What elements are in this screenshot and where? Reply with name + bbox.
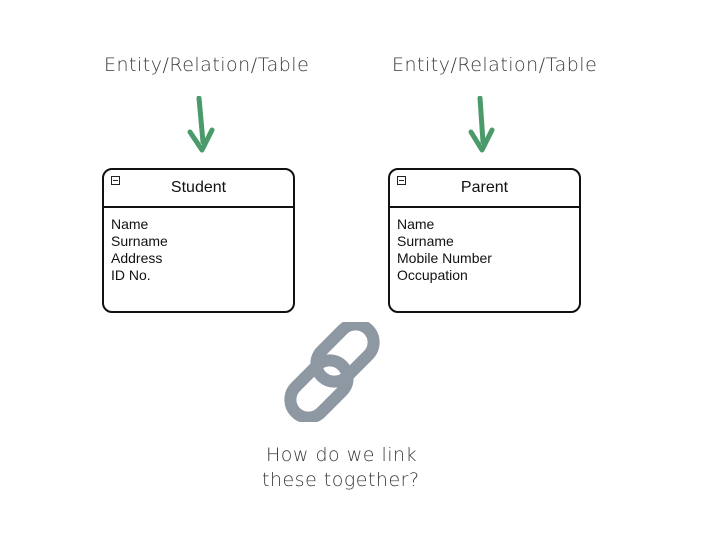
entity-fields: Name Surname Mobile Number Occupation (390, 208, 579, 284)
field: Mobile Number (397, 250, 492, 266)
arrow-down-icon (187, 96, 215, 153)
entity-header: Parent (390, 170, 579, 208)
entity-fields: Name Surname Address ID No. (104, 208, 293, 284)
field: Surname (111, 233, 168, 249)
field: Name (397, 216, 435, 232)
collapse-icon[interactable] (111, 176, 120, 185)
entity-label-right: Entity/Relation/Table (392, 54, 598, 76)
field: Address (111, 250, 163, 266)
entity-student[interactable]: Student Name Surname Address ID No. (102, 168, 295, 313)
entity-title: Parent (460, 179, 509, 196)
question-line-2: these together? (262, 469, 420, 491)
field: Name (111, 216, 149, 232)
field: Surname (397, 233, 454, 249)
arrow-down-icon (468, 96, 495, 153)
entity-parent[interactable]: Parent Name Surname Mobile Number Occupa… (388, 168, 581, 313)
chain-link-icon (284, 322, 380, 422)
entity-title: Student (170, 179, 227, 196)
question-line-1: How do we link (266, 444, 418, 466)
entity-label-left: Entity/Relation/Table (104, 54, 310, 76)
collapse-icon[interactable] (397, 176, 406, 185)
entity-header: Student (104, 170, 293, 208)
field: Occupation (397, 267, 468, 283)
field: ID No. (111, 267, 151, 283)
